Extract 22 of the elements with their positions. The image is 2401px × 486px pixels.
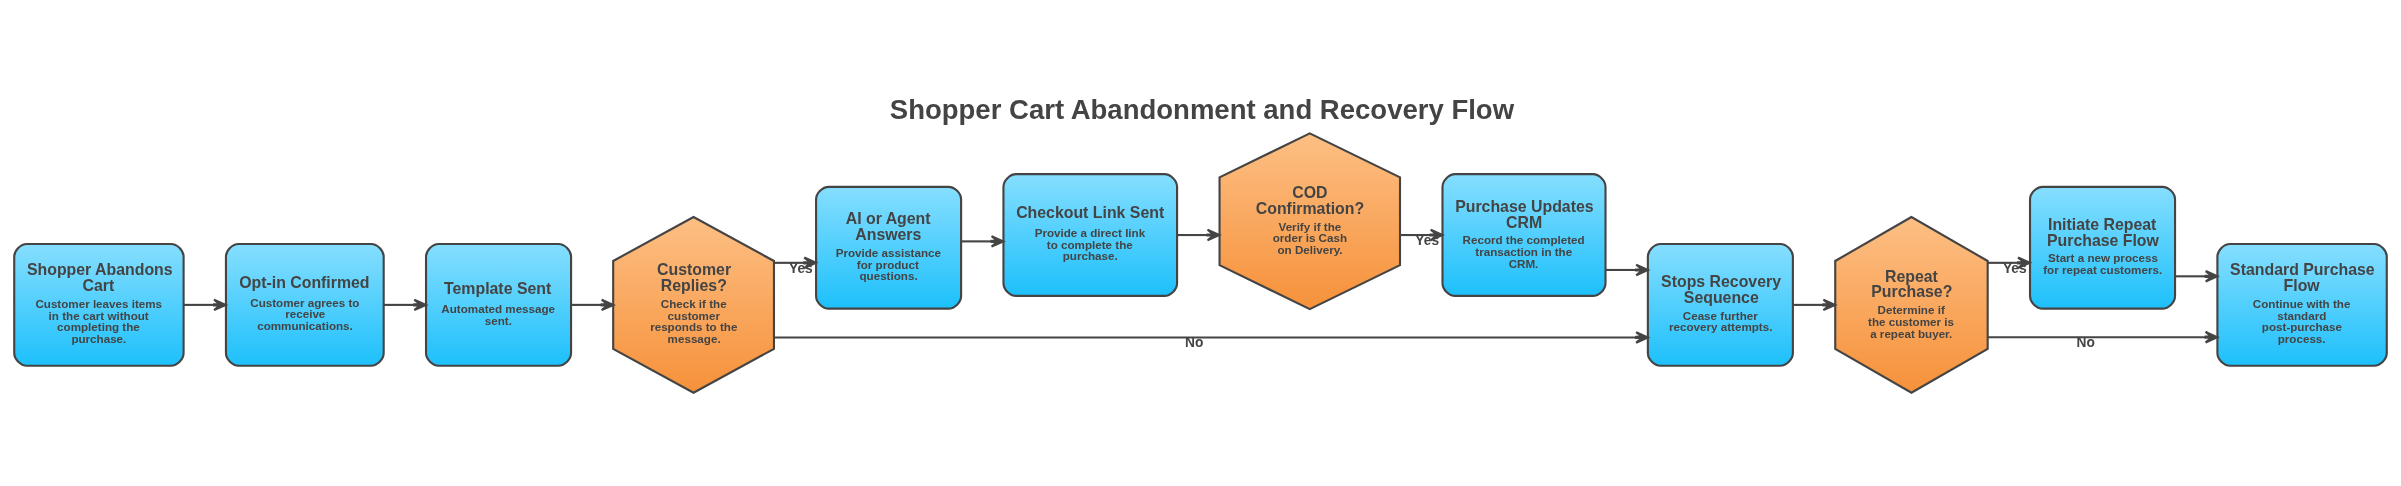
node-box: Standard Purchase Flow Continue with the standard post-purchase process. — [2216, 242, 2388, 367]
node-box: Purchase Updates CRM Record the completed transaction in the CRM. — [1441, 172, 1607, 297]
arrow — [1605, 263, 1649, 276]
arrow — [1987, 330, 2219, 343]
node-box: Opt-in Confirmed Customer agrees to receive communications. — [224, 242, 385, 367]
arrow — [383, 298, 427, 311]
edge-label: No — [1185, 334, 1204, 350]
arrow — [1793, 298, 1837, 311]
arrow — [183, 298, 227, 311]
node-box: AI or Agent Answers Provide assistance for product questions. — [815, 185, 963, 310]
arrow — [571, 298, 615, 311]
node-box: Template Sent Automated message sent. — [424, 242, 573, 367]
node-box: Shopper Abandons Cart Customer leaves items in the cart without completing the purchase. — [13, 242, 185, 367]
node-box: Initiate Repeat Purchase Flow Start a new process for repeat customers. — [2028, 185, 2177, 310]
edge-label: No — [2076, 334, 2095, 350]
arrow — [774, 330, 1649, 344]
node-box: Checkout Link Sent Provide a direct link to complete the purchase. — [1002, 172, 1179, 297]
node-box: Stops Recovery Sequence Cease further recovery attempts. — [1646, 242, 1794, 367]
arrow — [1177, 228, 1221, 241]
arrow — [961, 234, 1005, 248]
diagram-title: Shopper Cart Abandonment and Recovery Flow — [889, 93, 1515, 125]
arrow — [2175, 269, 2219, 283]
